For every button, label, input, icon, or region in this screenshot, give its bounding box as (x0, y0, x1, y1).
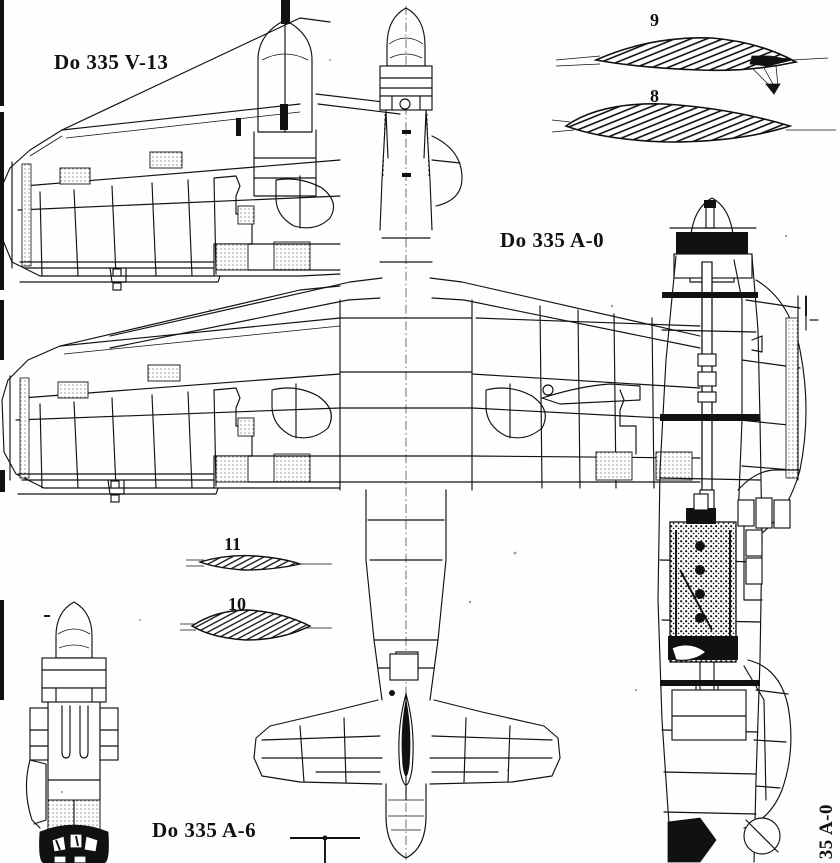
radar-antenna-array (39, 824, 109, 863)
section-number-10: 10 (228, 594, 246, 614)
scale-cross-marker (290, 835, 360, 863)
section-number-9: 9 (650, 10, 659, 30)
view-a6-nose (25, 601, 119, 863)
engine-detail (668, 493, 738, 663)
section-number-8: 8 (650, 86, 659, 106)
section-number-11: 11 (224, 534, 242, 554)
label-variant-a6: Do 335 A-6 (152, 818, 257, 842)
view-a0-cutaway (657, 197, 819, 863)
airfoil-section-8 (551, 103, 836, 143)
view-a0-wing (1, 285, 341, 503)
label-variant-vertical-right: 35 A-0 (816, 803, 837, 859)
airfoil-section-9 (555, 37, 829, 95)
label-variant-a0: Do 335 A-0 (500, 228, 605, 252)
scan-speckles (61, 59, 788, 793)
view-v13-wing (1, 0, 401, 291)
airfoil-section-11 (186, 554, 332, 571)
label-variant-v13: Do 335 V-13 (54, 50, 169, 74)
airfoil-section-10 (180, 609, 332, 641)
sheet-border-marks (0, 0, 5, 700)
